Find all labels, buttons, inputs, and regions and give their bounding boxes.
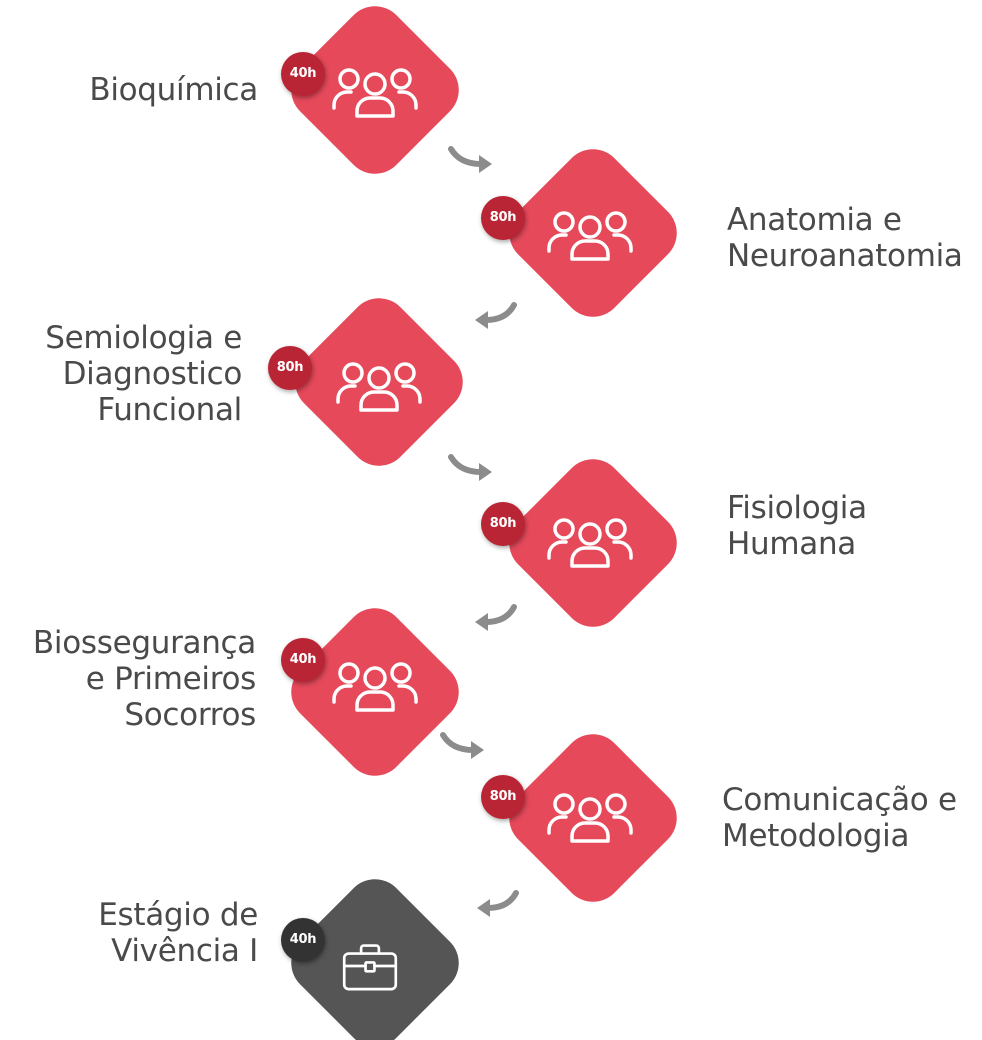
group-icon [547, 793, 633, 843]
arrow-down-right-icon [448, 454, 492, 481]
step-label: Semiologia e Diagnostico Funcional [45, 320, 242, 428]
briefcase-icon [342, 944, 398, 991]
hours-badge: 40h [281, 918, 325, 962]
hours-badge: 80h [481, 196, 525, 240]
hours-badge: 80h [481, 502, 525, 546]
arrow-down-right-icon [448, 146, 492, 173]
arrow-down-left-icon [475, 604, 517, 631]
step-label: Biossegurança e Primeiros Socorros [32, 625, 256, 733]
hours-badge: 80h [268, 346, 312, 390]
arrow-down-left-icon [475, 302, 517, 329]
step-label: Estágio de Vivência I [98, 897, 258, 969]
group-icon [336, 362, 422, 412]
arrow-down-left-icon [477, 890, 519, 917]
step-label: Fisiologia Humana [727, 490, 867, 562]
group-icon [547, 211, 633, 261]
group-icon [332, 662, 418, 712]
step-label: Comunicação e Metodologia [722, 782, 957, 854]
step-label: Anatomia e Neuroanatomia [727, 202, 963, 274]
hours-badge: 80h [481, 775, 525, 819]
step-label: Bioquímica [89, 72, 258, 108]
group-icon [332, 68, 418, 118]
arrow-down-right-icon [440, 732, 484, 759]
group-icon [547, 518, 633, 568]
hours-badge: 40h [281, 52, 325, 96]
hours-badge: 40h [281, 638, 325, 682]
